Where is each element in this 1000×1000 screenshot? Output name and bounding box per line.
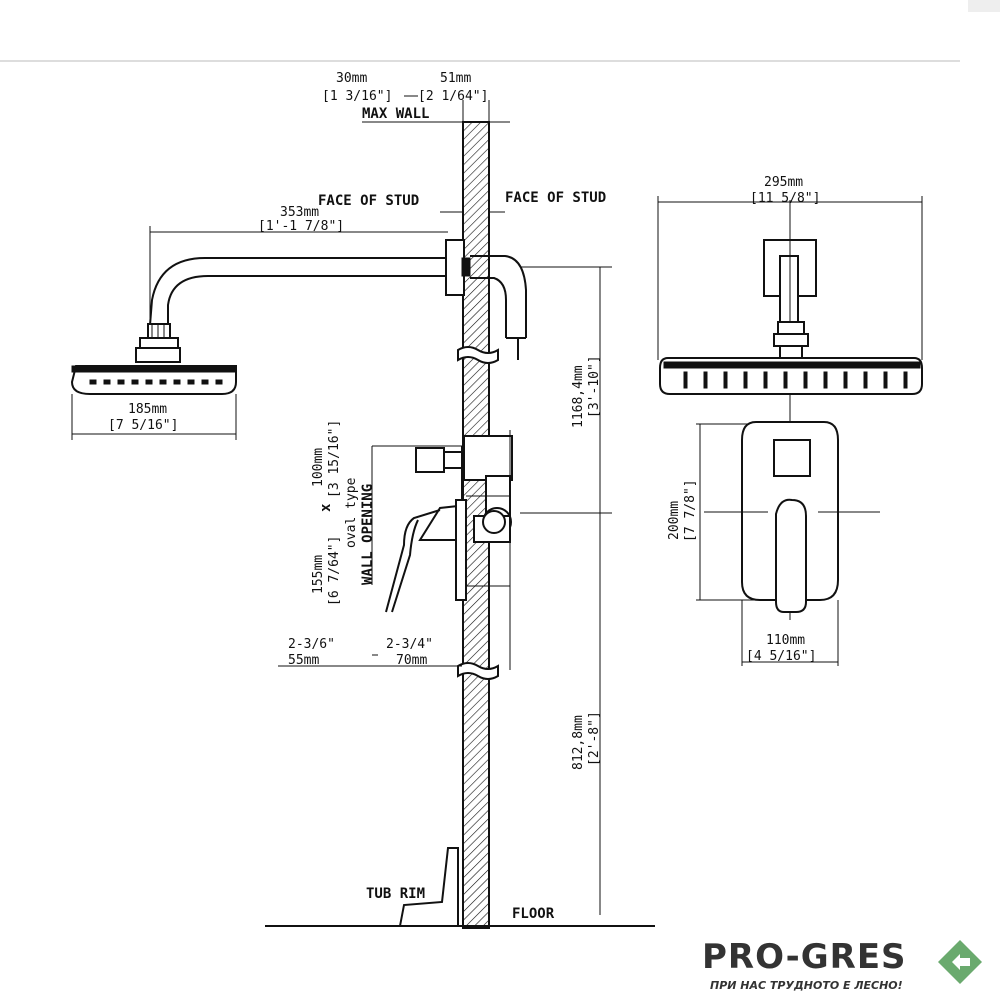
tub-rim-label: TUB RIM xyxy=(366,886,425,902)
brand-logo: PRO-GRES ПРИ НАС ТРУДНОТО Е ЛЕСНО! xyxy=(702,937,982,992)
plate-height-in: [7 7/8"] xyxy=(683,479,698,542)
arm-length-mm: 353mm xyxy=(280,205,319,220)
opening-height-in: [6 7/64"] xyxy=(327,536,342,606)
height-upper-mm: 1168,4mm xyxy=(571,365,586,428)
opening-height-mm: 155mm xyxy=(311,555,326,594)
opening-x-symbol: x xyxy=(318,503,334,512)
head-diameter-in: [7 5/16"] xyxy=(108,418,178,433)
arm-length-in: [1'-1 7/8"] xyxy=(258,219,344,234)
face-of-stud-left: FACE OF STUD xyxy=(318,193,419,209)
height-lower-in: [2'-8"] xyxy=(587,711,602,766)
shower-head-side xyxy=(70,323,237,440)
max-wall-label: MAX WALL xyxy=(362,106,429,122)
front-head-width-in: [11 5/8"] xyxy=(750,191,820,206)
plate-height-mm: 200mm xyxy=(667,501,682,540)
shower-head-front xyxy=(657,196,923,620)
plate-width-in: [4 5/16"] xyxy=(746,649,816,664)
mixer-valve-side xyxy=(371,435,513,613)
oval-type-label: oval type xyxy=(344,477,359,548)
brand-name: PRO-GRES xyxy=(702,937,907,977)
opening-width-mm: 100mm xyxy=(311,448,326,487)
top-right-in: [2 1/64"] xyxy=(418,89,488,104)
top-left-in: [1 3/16"] xyxy=(322,89,392,104)
wall-opening-label: WALL OPENING xyxy=(360,484,376,585)
opening-width-in: [3 15/16"] xyxy=(327,420,342,498)
top-right-mm: 51mm xyxy=(440,71,471,86)
floor-label: FLOOR xyxy=(512,906,555,922)
depth-left-mm: 55mm xyxy=(288,653,319,668)
head-diameter-mm: 185mm xyxy=(128,402,167,417)
height-dimensions xyxy=(520,266,612,915)
plate-width-mm: 110mm xyxy=(766,633,805,648)
tub-and-floor xyxy=(265,847,655,927)
depth-right-in: 2-3/4" xyxy=(386,637,433,652)
top-left-mm: 30mm xyxy=(336,71,367,86)
shower-arm-side xyxy=(149,239,527,360)
depth-right-mm: 70mm xyxy=(396,653,427,668)
diamond-arrow-icon xyxy=(938,940,982,984)
depth-left-in: 2-3/6" xyxy=(288,637,335,652)
height-lower-mm: 812,8mm xyxy=(571,715,586,770)
trim-plate-front xyxy=(696,421,880,666)
height-upper-in: [3'-10"] xyxy=(587,355,602,418)
front-head-width-mm: 295mm xyxy=(764,175,803,190)
corner-mark xyxy=(968,0,1000,12)
face-of-stud-right: FACE OF STUD xyxy=(505,190,606,206)
brand-tagline: ПРИ НАС ТРУДНОТО Е ЛЕСНО! xyxy=(710,979,903,992)
